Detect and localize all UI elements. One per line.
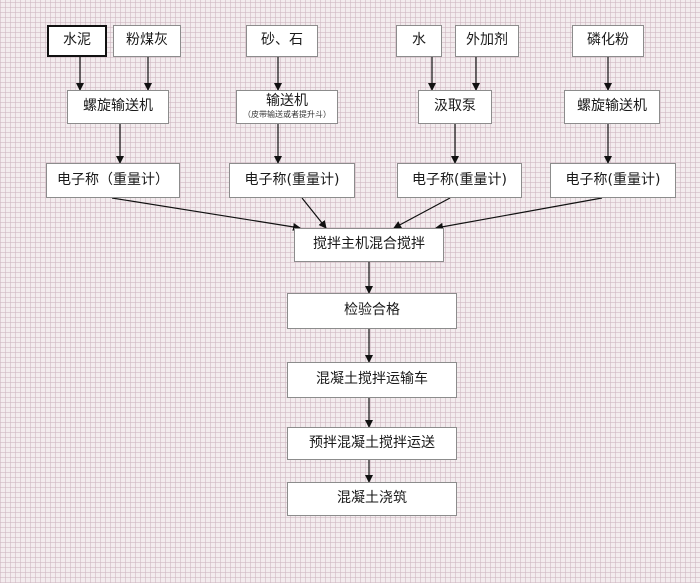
node-sand-stone: 砂、石	[246, 25, 318, 57]
node-screw-conveyor-right-label: 螺旋输送机	[577, 98, 647, 115]
node-screw-conveyor-right: 螺旋输送机	[564, 90, 660, 124]
node-admixture-label: 外加剂	[466, 32, 508, 49]
node-phosphorus-powder: 磷化粉	[572, 25, 644, 57]
arrow-scale2-to-mixer	[301, 197, 327, 229]
arrow-scale1-to-mixer	[111, 197, 301, 231]
node-scale-4-label: 电子称(重量计)	[565, 171, 661, 188]
node-scale-1: 电子称（重量计）	[46, 163, 180, 198]
node-mixer: 搅拌主机混合搅拌	[294, 228, 444, 262]
node-pouring: 混凝土浇筑	[287, 482, 457, 516]
node-scale-3: 电子称(重量计)	[397, 163, 522, 198]
node-fly-ash: 粉煤灰	[113, 25, 181, 57]
node-cement: 水泥	[47, 25, 107, 57]
node-conveyor-label: 输送机	[266, 92, 308, 109]
node-mixer-label: 搅拌主机混合搅拌	[313, 236, 425, 253]
node-premix-transport: 预拌混凝土搅拌运送	[287, 427, 457, 460]
node-pump: 汲取泵	[418, 90, 492, 124]
node-truck: 混凝土搅拌运输车	[287, 362, 457, 398]
node-pouring-label: 混凝土浇筑	[337, 490, 407, 507]
node-inspection-label: 检验合格	[344, 302, 400, 319]
node-screw-conveyor-left: 螺旋输送机	[67, 90, 169, 124]
node-water-label: 水	[412, 32, 426, 49]
node-scale-2: 电子称(重量计)	[229, 163, 355, 198]
arrow-scale4-to-mixer	[435, 197, 603, 231]
node-scale-4: 电子称(重量计)	[550, 163, 676, 198]
node-scale-2-label: 电子称(重量计)	[244, 171, 340, 188]
node-scale-3-label: 电子称(重量计)	[412, 171, 507, 188]
node-admixture: 外加剂	[455, 25, 519, 57]
node-sand-stone-label: 砂、石	[261, 32, 303, 49]
node-cement-label: 水泥	[63, 32, 91, 49]
node-screw-conveyor-left-label: 螺旋输送机	[83, 98, 153, 115]
node-pump-label: 汲取泵	[434, 98, 476, 115]
node-phosphorus-powder-label: 磷化粉	[587, 32, 629, 49]
node-conveyor-note: （皮带输送或者提升斗）	[243, 110, 331, 120]
node-premix-transport-label: 预拌混凝土搅拌运送	[309, 434, 435, 451]
node-inspection: 检验合格	[287, 293, 457, 329]
node-truck-label: 混凝土搅拌运输车	[316, 371, 428, 388]
node-water: 水	[396, 25, 442, 57]
node-fly-ash-label: 粉煤灰	[126, 32, 168, 49]
node-scale-1-label: 电子称（重量计）	[57, 171, 169, 188]
arrow-scale3-to-mixer	[393, 197, 451, 229]
node-conveyor: 输送机 （皮带输送或者提升斗）	[236, 90, 338, 124]
